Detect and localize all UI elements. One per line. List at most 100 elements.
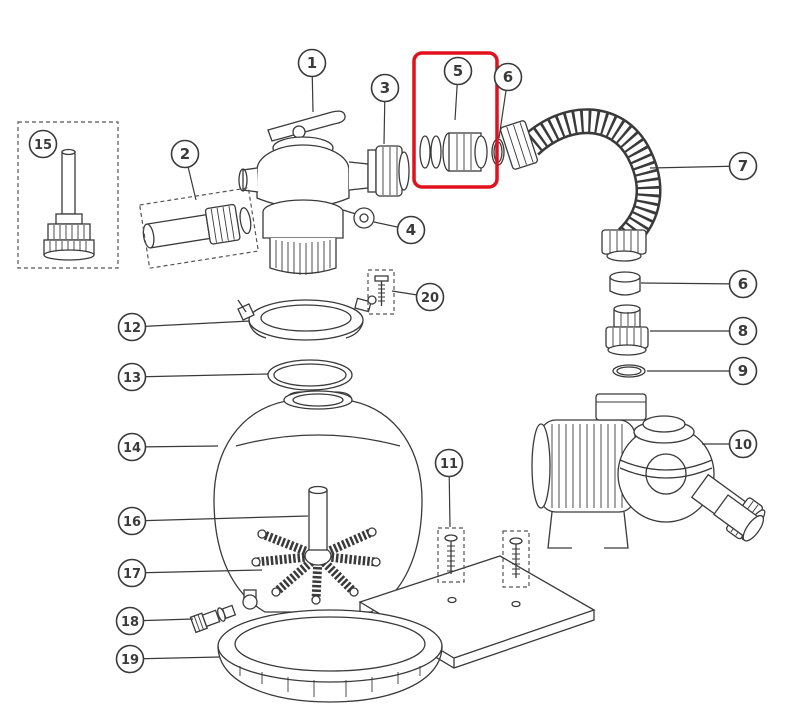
callout-7-4[interactable]: 7 <box>649 151 758 181</box>
part-5-hose-adapter <box>419 132 488 172</box>
callout-number: 5 <box>453 62 463 80</box>
callout-circle[interactable] <box>493 62 523 92</box>
callout-number: 10 <box>734 438 752 453</box>
callout-number: 17 <box>123 567 141 582</box>
callout-number: 7 <box>738 157 748 175</box>
callout-circle[interactable] <box>434 448 464 478</box>
callout-14-11[interactable]: 14 <box>117 432 219 462</box>
callout-circle[interactable] <box>170 139 200 169</box>
callout-5-2[interactable]: 5 <box>443 56 473 121</box>
callout-number: 11 <box>440 457 458 472</box>
part-13-tank-oring <box>267 359 353 391</box>
callout-circle[interactable] <box>728 316 758 346</box>
callout-11-14[interactable]: 11 <box>434 448 464 528</box>
highlight-box-part-5 <box>412 51 499 189</box>
callout-circle[interactable] <box>443 56 473 86</box>
part-12-clamp-ring <box>237 295 377 341</box>
part-17-laterals <box>251 527 381 605</box>
callout-circle[interactable] <box>728 356 758 386</box>
callout-number: 9 <box>738 362 748 380</box>
callout-18-15[interactable]: 18 <box>115 606 194 636</box>
part-15-drain-assembly <box>43 148 95 261</box>
callout-number: 2 <box>180 145 190 163</box>
callout-1-0[interactable]: 1 <box>297 48 327 113</box>
callout-number: 19 <box>121 653 139 668</box>
callout-number: 12 <box>123 321 141 336</box>
callout-circle[interactable] <box>396 215 426 245</box>
callout-circle[interactable] <box>28 129 58 159</box>
callout-number: 16 <box>123 515 141 530</box>
callout-circle[interactable] <box>117 506 147 536</box>
callout-2-6[interactable]: 2 <box>170 139 200 201</box>
callout-number: 8 <box>738 322 748 340</box>
callout-circle[interactable] <box>117 432 147 462</box>
callout-6-3[interactable]: 6 <box>493 62 523 139</box>
callout-leader-line <box>131 569 263 574</box>
callout-number: 18 <box>121 615 139 630</box>
callout-circle[interactable] <box>115 606 145 636</box>
callout-number: 20 <box>421 291 439 306</box>
callout-3-1[interactable]: 3 <box>370 73 400 145</box>
callout-leader-line <box>131 320 251 328</box>
part-20-screw <box>374 275 389 306</box>
callout-circle[interactable] <box>117 362 147 392</box>
dashed-boxes-layer <box>17 121 530 588</box>
callout-20-8[interactable]: 20 <box>391 282 445 312</box>
part-18-drain-fitting <box>189 604 237 634</box>
part-16-standpipe <box>308 485 328 551</box>
dashed-group-box-5 <box>502 530 530 588</box>
callout-number: 15 <box>34 138 52 153</box>
callout-circle[interactable] <box>117 558 147 588</box>
callout-leader-line <box>129 656 221 660</box>
part-9-oring <box>612 364 646 378</box>
callout-number: 6 <box>503 68 513 86</box>
callout-10-20[interactable]: 10 <box>702 429 758 459</box>
callout-number: 13 <box>123 371 141 386</box>
highlight-layer <box>412 51 499 189</box>
callout-leader-line <box>131 515 309 522</box>
callout-12-9[interactable]: 12 <box>117 312 251 342</box>
callout-8-18[interactable]: 8 <box>650 316 758 346</box>
callout-leader-line <box>649 165 744 169</box>
callout-13-10[interactable]: 13 <box>117 362 269 392</box>
callout-circle[interactable] <box>728 151 758 181</box>
part-4-knob <box>342 207 375 229</box>
callout-16-12[interactable]: 16 <box>117 506 309 536</box>
dashed-group-box-4 <box>437 527 465 583</box>
callout-17-13[interactable]: 17 <box>117 558 263 588</box>
callout-circle[interactable] <box>115 644 145 674</box>
callout-number: 3 <box>380 79 390 97</box>
callout-leader-line <box>640 282 744 285</box>
part-19-base <box>217 555 596 703</box>
callout-leader-line <box>131 373 269 378</box>
callout-number: 1 <box>307 54 317 72</box>
callout-19-16[interactable]: 19 <box>115 644 221 674</box>
part-1-multiport-valve <box>238 110 369 275</box>
part-11-screws <box>444 534 523 578</box>
part-2-connector-fitting <box>142 203 252 249</box>
callout-circle[interactable] <box>728 429 758 459</box>
part-8-adapter <box>605 304 649 356</box>
callout-number: 6 <box>738 275 748 293</box>
part-10-pump <box>531 393 766 549</box>
callout-circle[interactable] <box>728 269 758 299</box>
callout-6-17[interactable]: 6 <box>640 269 758 299</box>
dashed-group-box-2 <box>138 187 260 269</box>
dashed-group-box-1 <box>17 121 119 269</box>
callout-4-7[interactable]: 4 <box>373 215 426 245</box>
callout-15-5[interactable]: 15 <box>28 129 58 159</box>
callout-circle[interactable] <box>297 48 327 78</box>
callout-number: 4 <box>406 221 416 239</box>
part-3-union-nut <box>367 145 410 197</box>
part-7-flex-hose <box>499 108 662 262</box>
callout-circle[interactable] <box>370 73 400 103</box>
callout-circle[interactable] <box>415 282 445 312</box>
pan-drain-boss <box>242 589 258 610</box>
callout-number: 14 <box>123 441 141 456</box>
part-6-cap-lower <box>609 271 641 296</box>
callout-leader-line <box>131 445 219 448</box>
callout-circle[interactable] <box>117 312 147 342</box>
callout-9-19[interactable]: 9 <box>647 356 758 386</box>
